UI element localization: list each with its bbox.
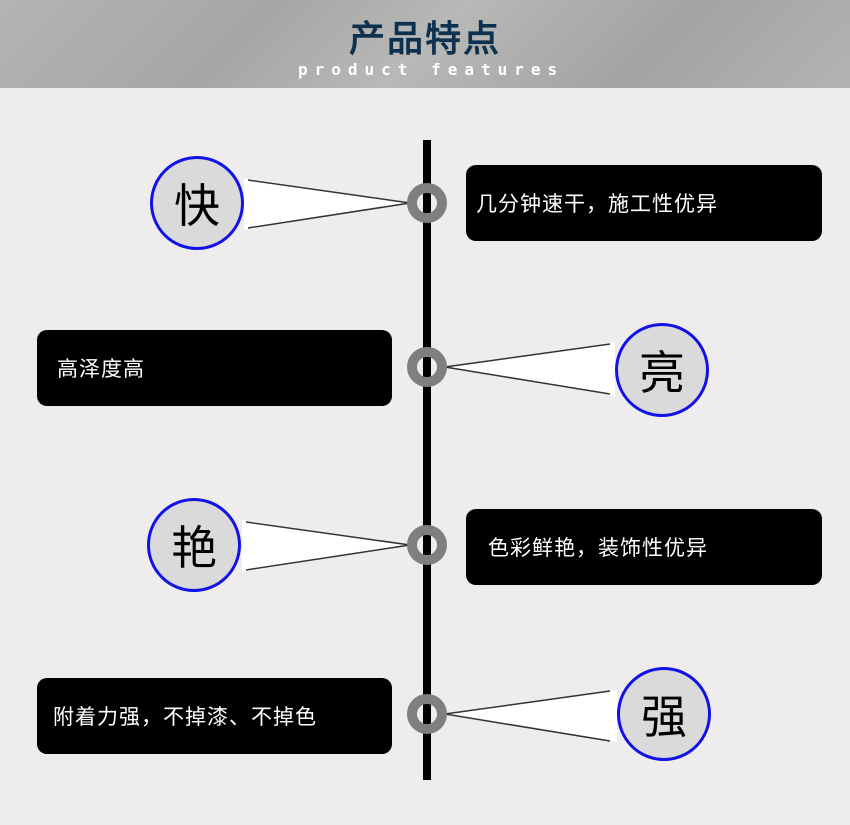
timeline-line <box>423 140 431 780</box>
timeline-node-3 <box>407 525 447 565</box>
connector-2 <box>444 342 615 396</box>
feature-badge-fast: 快 <box>150 156 244 250</box>
page-subtitle: product features <box>298 60 565 79</box>
feature-text-strong: 附着力强，不掉漆、不掉色 <box>37 678 392 754</box>
header-banner: 产品特点 product features <box>0 0 850 88</box>
feature-text-bright: 高泽度高 <box>37 330 392 406</box>
connector-3 <box>242 520 411 572</box>
feature-badge-bright: 亮 <box>615 323 709 417</box>
timeline-node-2 <box>407 347 447 387</box>
page-title: 产品特点 <box>348 19 501 60</box>
timeline-node-1 <box>407 183 447 223</box>
connector-1 <box>244 178 411 230</box>
feature-badge-vivid: 艳 <box>147 498 241 592</box>
feature-badge-strong: 强 <box>617 667 711 761</box>
timeline-node-4 <box>407 694 447 734</box>
connector-4 <box>444 690 617 742</box>
feature-text-vivid: 色彩鲜艳，装饰性优异 <box>466 509 822 585</box>
feature-text-fast: 几分钟速干，施工性优异 <box>466 165 822 241</box>
